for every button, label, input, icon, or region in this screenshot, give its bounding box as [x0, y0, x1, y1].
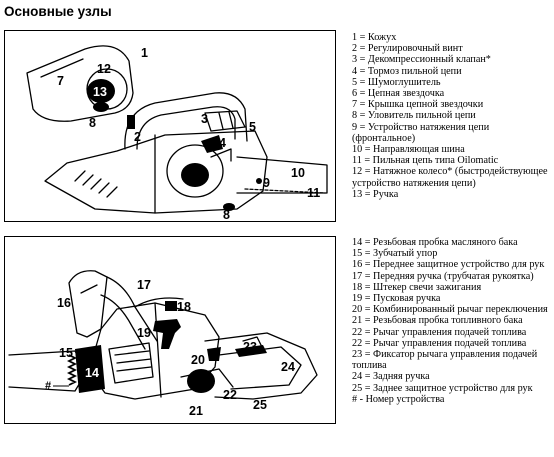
brake-lever-shape: [201, 135, 223, 153]
legend-item: 15 = Зубчатый упор: [352, 248, 438, 260]
lower-legend: 14 = Резьбовая пробка масляного бака 15 …: [352, 237, 552, 405]
legend-item: 6 = Цепная звездочка: [352, 88, 445, 100]
spike-bumper-shape: [75, 345, 105, 393]
legend-item: 1 = Кожух: [352, 32, 397, 43]
callout-10: 10: [291, 166, 305, 180]
callout-2: 2: [134, 130, 141, 144]
legend-item: 17 = Передняя ручка (трубчатая рукоятка): [352, 270, 534, 282]
upper-diagram-panel: 1 2 3 4 5 6 7 8 8 9 10 11 12 13: [4, 30, 336, 222]
legend-item: 18 = Штекер свечи зажигания: [352, 281, 482, 293]
callout-11: 11: [307, 186, 320, 200]
callout-22: 22: [223, 388, 237, 402]
tensioner-knob-shape: [87, 79, 115, 103]
callout-4: 4: [219, 136, 226, 150]
callout-23: 23: [243, 340, 257, 354]
master-control-shape: [207, 347, 221, 361]
legend-item: 9 = Устройство натяжения цепи (фронтальн…: [352, 121, 490, 144]
callout-3: 3: [201, 112, 208, 126]
legend-item: 23 = Фиксатор рычага управления подачей …: [352, 349, 538, 372]
starter-grip-shape: [153, 319, 181, 349]
legend-item: 12 = Натяжное колесо* (быстродействующее…: [352, 166, 548, 189]
chain-catcher-shape: [93, 102, 109, 112]
legend-item: 5 = Шумоглушитель: [352, 76, 441, 88]
fuel-cap-shape: [187, 369, 215, 393]
callout-25: 25: [253, 398, 267, 412]
callout-21: 21: [189, 404, 203, 418]
bumper-teeth-shape: [66, 354, 78, 386]
lower-diagram-panel: 14 15 16 17 18 19 20 21 22 23 24 25 #: [4, 236, 336, 424]
legend-item: 14 = Резьбовая пробка масляного бака: [352, 237, 518, 248]
tension-screw-shape: [256, 178, 262, 184]
callout-13: 13: [93, 85, 107, 99]
callout-7: 7: [57, 74, 64, 88]
callout-19: 19: [137, 326, 151, 340]
legend-item: 4 = Тормоз пильной цепи: [352, 65, 462, 77]
lower-catcher-shape: [223, 203, 235, 211]
upper-saw-outline: [26, 45, 328, 214]
callout-14: 14: [85, 366, 99, 380]
callout-8b: 8: [223, 208, 230, 221]
callout-24: 24: [281, 360, 295, 374]
sprocket-shape: [181, 163, 209, 187]
legend-item: 8 = Уловитель пильной цепи: [352, 110, 476, 122]
callout-20: 20: [191, 353, 205, 367]
upper-legend: 1 = Кожух 2 = Регулировочный винт 3 = Де…: [352, 32, 550, 200]
legend-item: 16 = Переднее защитное устройство для ру…: [352, 259, 545, 271]
upper-chainsaw-drawing: 1 2 3 4 5 6 7 8 8 9 10 11 12 13: [26, 45, 328, 221]
legend-item: 7 = Крышка цепной звездочки: [352, 99, 484, 111]
callout-1: 1: [141, 46, 148, 60]
legend-item: 10 = Направляющая шина: [352, 144, 465, 156]
legend-item: 11 = Пильная цепь типа Oilomatic: [352, 155, 499, 167]
legend-item: 22 = Рычаг управления подачей топлива: [352, 337, 527, 349]
callout-8a: 8: [89, 116, 96, 130]
lower-chainsaw-drawing: 14 15 16 17 18 19 20 21 22 23 24 25 #: [8, 270, 318, 418]
legend-item: 13 = Ручка: [352, 188, 399, 200]
callout-9: 9: [263, 176, 270, 190]
legend-item: 19 = Пусковая ручка: [352, 293, 441, 305]
callout-17: 17: [137, 278, 151, 292]
legend-item: 21 = Резьбовая пробка топливного бака: [352, 315, 523, 327]
throttle-trigger-shape: [235, 345, 267, 357]
callout-12: 12: [97, 62, 111, 76]
legend-item: 24 = Задняя ручка: [352, 371, 430, 383]
spark-plug-cap-shape: [165, 301, 177, 311]
legend-item: 3 = Декомпрессионный клапан*: [352, 54, 491, 66]
callout-6: 6: [181, 168, 188, 182]
legend-item: 25 = Заднее защитное устройство для рук: [352, 382, 533, 394]
legend-item: 22 = Рычаг управления подачей топлива: [352, 326, 527, 338]
callout-15: 15: [59, 346, 73, 360]
legend-item: # - Номер устройства: [352, 393, 445, 405]
adjust-screw-shape: [127, 115, 135, 129]
legend-item: 2 = Регулировочный винт: [352, 43, 463, 55]
callout-5: 5: [249, 120, 256, 134]
page-heading: Основные узлы: [4, 4, 112, 19]
callout-serial: #: [45, 380, 51, 392]
callout-16: 16: [57, 296, 71, 310]
legend-item: 20 = Комбинированный рычаг переключения: [352, 304, 548, 316]
callout-18: 18: [177, 300, 191, 314]
